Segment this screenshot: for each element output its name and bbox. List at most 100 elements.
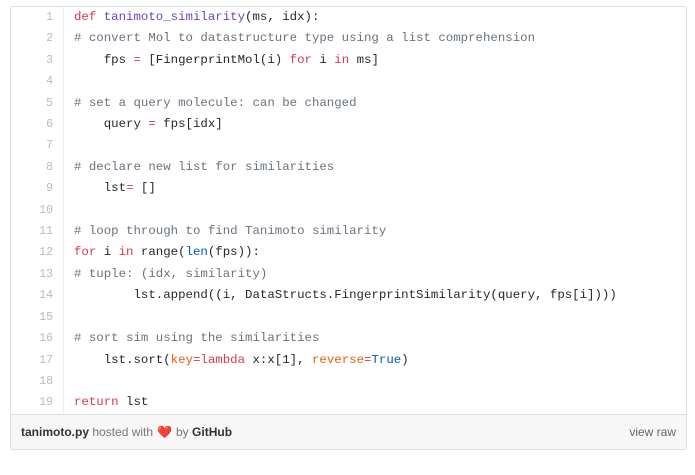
line-content[interactable]: # set a query molecule: can be changed [63, 92, 686, 115]
code-token: i [311, 52, 335, 67]
code-line: 11 # loop through to find Tanimoto simila… [11, 221, 686, 243]
code-token: # loop through to find Tanimoto similari… [74, 224, 387, 239]
line-content[interactable] [63, 199, 686, 222]
line-number: 1 [11, 7, 64, 29]
code-token: len [185, 245, 208, 260]
line-number: 6 [11, 114, 64, 136]
code-token: (ms, idx): [245, 10, 320, 24]
code-token: reverse [311, 352, 365, 367]
line-content[interactable] [63, 370, 686, 393]
code-token: return [74, 395, 119, 410]
line-number: 15 [11, 306, 64, 329]
code-line: 16 # sort sim using the similarities [11, 328, 686, 350]
code-line: 6 query = fps[idx] [11, 114, 686, 136]
line-content[interactable]: # loop through to find Tanimoto similari… [63, 221, 686, 243]
line-number: 10 [11, 199, 64, 222]
line-number: 2 [11, 28, 64, 50]
code-line: 18 [11, 370, 686, 393]
code-token: lst.sort( [74, 352, 171, 367]
code-line: 3 fps = [FingerprintMol(i) for i in ms] [11, 49, 686, 72]
code-token: lst [74, 181, 127, 196]
line-content[interactable]: lst= [] [63, 178, 686, 200]
code-line: 15 [11, 306, 686, 329]
line-content[interactable]: for i in range(len(fps)): [63, 242, 686, 264]
heart-icon: ❤️ [157, 424, 172, 439]
code-line: 8# declare new list for similarities [11, 156, 686, 179]
code-line: 5# set a query molecule: can be changed [11, 92, 686, 115]
code-token: x:x[1], [245, 352, 312, 367]
line-content[interactable]: fps = [FingerprintMol(i) for i in ms] [63, 49, 686, 72]
code-token: ) [401, 352, 409, 367]
code-token: [] [133, 181, 156, 196]
code-token: # tuple: (idx, similarity) [74, 266, 268, 281]
code-token: ms] [349, 52, 379, 67]
code-token: True [371, 352, 402, 367]
line-content[interactable] [63, 135, 686, 157]
line-number: 18 [11, 370, 64, 393]
line-content[interactable] [63, 71, 686, 93]
line-content[interactable]: return lst [63, 392, 686, 414]
code-token: (fps)): [207, 245, 260, 260]
github-link[interactable]: GitHub [192, 424, 233, 439]
code-token: in [118, 245, 134, 260]
code-token: # declare new list for similarities [74, 159, 335, 174]
code-token: lambda [200, 352, 246, 367]
line-content[interactable]: lst.append((i, DataStructs.FingerprintSi… [63, 285, 686, 307]
line-content[interactable]: # convert Mol to datastructure type usin… [63, 28, 686, 50]
view-raw-link[interactable]: view raw [629, 424, 676, 439]
code-token: lst [118, 395, 149, 410]
code-token: = [192, 352, 201, 367]
code-line: 13# tuple: (idx, similarity) [11, 263, 686, 286]
line-number: 17 [11, 349, 64, 371]
line-content[interactable]: # declare new list for similarities [63, 156, 686, 179]
code-token: = [148, 117, 156, 132]
gist-footer-left: tanimoto.py hosted with ❤️ by GitHub [21, 425, 232, 439]
code-token: for [74, 245, 97, 260]
line-number: 7 [11, 135, 64, 157]
by-text: by [176, 424, 189, 439]
code-token [74, 74, 81, 88]
line-number: 16 [11, 328, 64, 350]
line-number: 9 [11, 178, 64, 200]
line-number: 5 [11, 92, 64, 115]
line-number: 3 [11, 49, 64, 72]
line-content[interactable]: lst.sort(key=lambda x:x[1], reverse=True… [63, 349, 686, 371]
gist-footer: tanimoto.py hosted with ❤️ by GitHub vie… [11, 413, 686, 449]
code-token: query [74, 117, 149, 132]
code-token: # sort sim using the similarities [74, 331, 320, 346]
line-content[interactable]: # tuple: (idx, similarity) [63, 263, 686, 286]
code-token [96, 10, 103, 24]
code-token: key [170, 352, 193, 367]
code-token: range( [133, 245, 186, 260]
code-token: fps [74, 52, 134, 67]
line-content[interactable]: # sort sim using the similarities [63, 328, 686, 350]
hosted-with-text: hosted with [92, 424, 154, 439]
code-token [74, 203, 81, 217]
line-number: 4 [11, 71, 64, 93]
line-content[interactable]: query = fps[idx] [63, 114, 686, 136]
code-token: i [96, 245, 119, 260]
gist-filename-link[interactable]: tanimoto.py [21, 424, 89, 439]
code-token [74, 310, 81, 324]
line-content[interactable] [63, 306, 686, 329]
code-token: fps[idx] [155, 117, 223, 132]
code-token: for [289, 52, 312, 67]
code-token: def [74, 10, 97, 24]
code-token: in [334, 52, 350, 67]
line-number: 12 [11, 242, 64, 264]
code-token: = [364, 352, 372, 367]
code-line: 4 [11, 71, 686, 93]
code-token: = [126, 181, 134, 196]
code-line: 17 lst.sort(key=lambda x:x[1], reverse=T… [11, 349, 686, 371]
code-token: = [133, 52, 141, 67]
line-number: 11 [11, 221, 64, 243]
line-content[interactable]: def tanimoto_similarity(ms, idx): [63, 7, 686, 29]
code-line: 2# convert Mol to datastructure type usi… [11, 28, 686, 50]
code-line: 10 [11, 199, 686, 222]
